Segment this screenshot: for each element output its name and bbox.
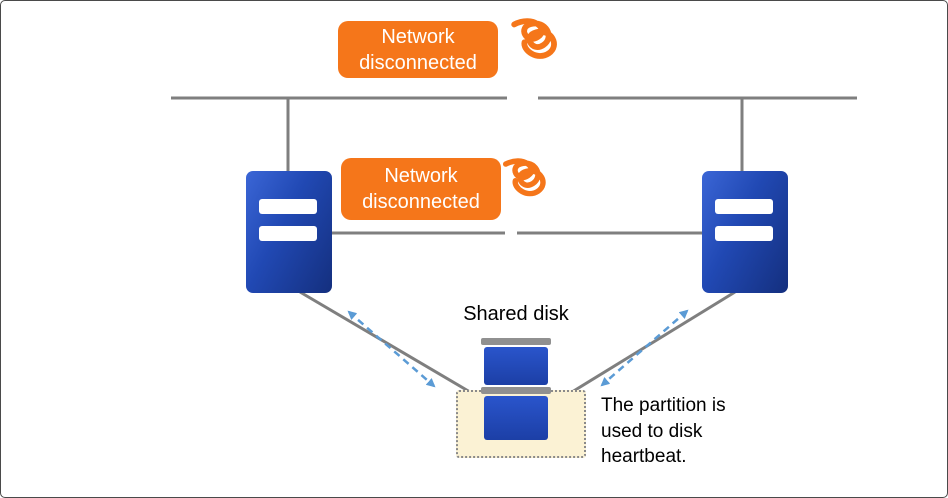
disk-cap-icon [481,338,551,345]
disk-connector-line-right [571,290,736,394]
disk-body-icon [484,347,548,385]
disk-heartbeat-arrow-left [347,310,436,388]
disk-heartbeat-arrow-right [600,309,689,387]
network-disconnected-text-mid: Network disconnected [362,165,480,213]
shared-disk-label: Shared disk [463,303,569,325]
disk-cap-icon [481,387,551,394]
partition-note-text: The partition is used to disk heartbeat. [601,395,726,468]
disk-connector-line-left [299,290,471,394]
disconnect-squiggle-icon-mid [503,158,546,197]
server-icon-left [246,171,332,293]
disk-body-icon [484,396,548,440]
server-slot-bar [259,226,317,241]
server-icon-right [702,171,788,293]
disconnect-squiggle-icon-top [511,18,557,59]
network-disconnected-label-mid: Network disconnected [341,158,501,220]
server-slot-bar [715,199,773,214]
server-slot-bar [259,199,317,214]
server-slot-bar [715,226,773,241]
network-disconnected-label-top: Network disconnected [338,21,498,78]
network-disconnected-text-top: Network disconnected [359,25,477,74]
